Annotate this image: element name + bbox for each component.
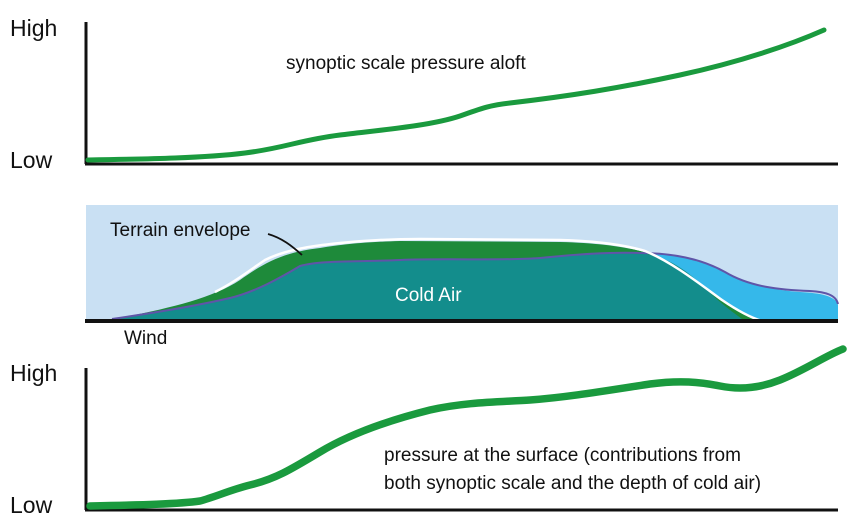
bottom-axis-high-label: High	[10, 360, 57, 386]
cold-air-label: Cold Air	[395, 285, 462, 306]
top-axis-low-label: Low	[10, 147, 53, 173]
top-caption: synoptic scale pressure aloft	[286, 53, 526, 74]
top-panel: High Low synoptic scale pressure aloft	[10, 15, 838, 173]
top-axis-high-label: High	[10, 15, 57, 41]
cold-air-pool	[110, 252, 745, 321]
bottom-axis-low-label: Low	[10, 492, 53, 518]
middle-panel: Terrain envelope Cold Air Wind	[85, 205, 839, 349]
synoptic-pressure-curve	[85, 27, 827, 163]
bottom-caption-line2: both synoptic scale and the depth of col…	[384, 473, 761, 494]
cold-air-edge-line	[111, 251, 839, 320]
terrain-envelope-label: Terrain envelope	[110, 220, 250, 241]
terrain-label-leader	[267, 233, 303, 256]
surface-pressure-curve	[86, 345, 847, 510]
bottom-caption-line1: pressure at the surface (contributions f…	[384, 445, 741, 466]
terrain-envelope-outline	[214, 237, 763, 323]
bottom-panel: High Low pressure at the surface (contri…	[10, 345, 847, 518]
wind-label: Wind	[124, 328, 167, 349]
